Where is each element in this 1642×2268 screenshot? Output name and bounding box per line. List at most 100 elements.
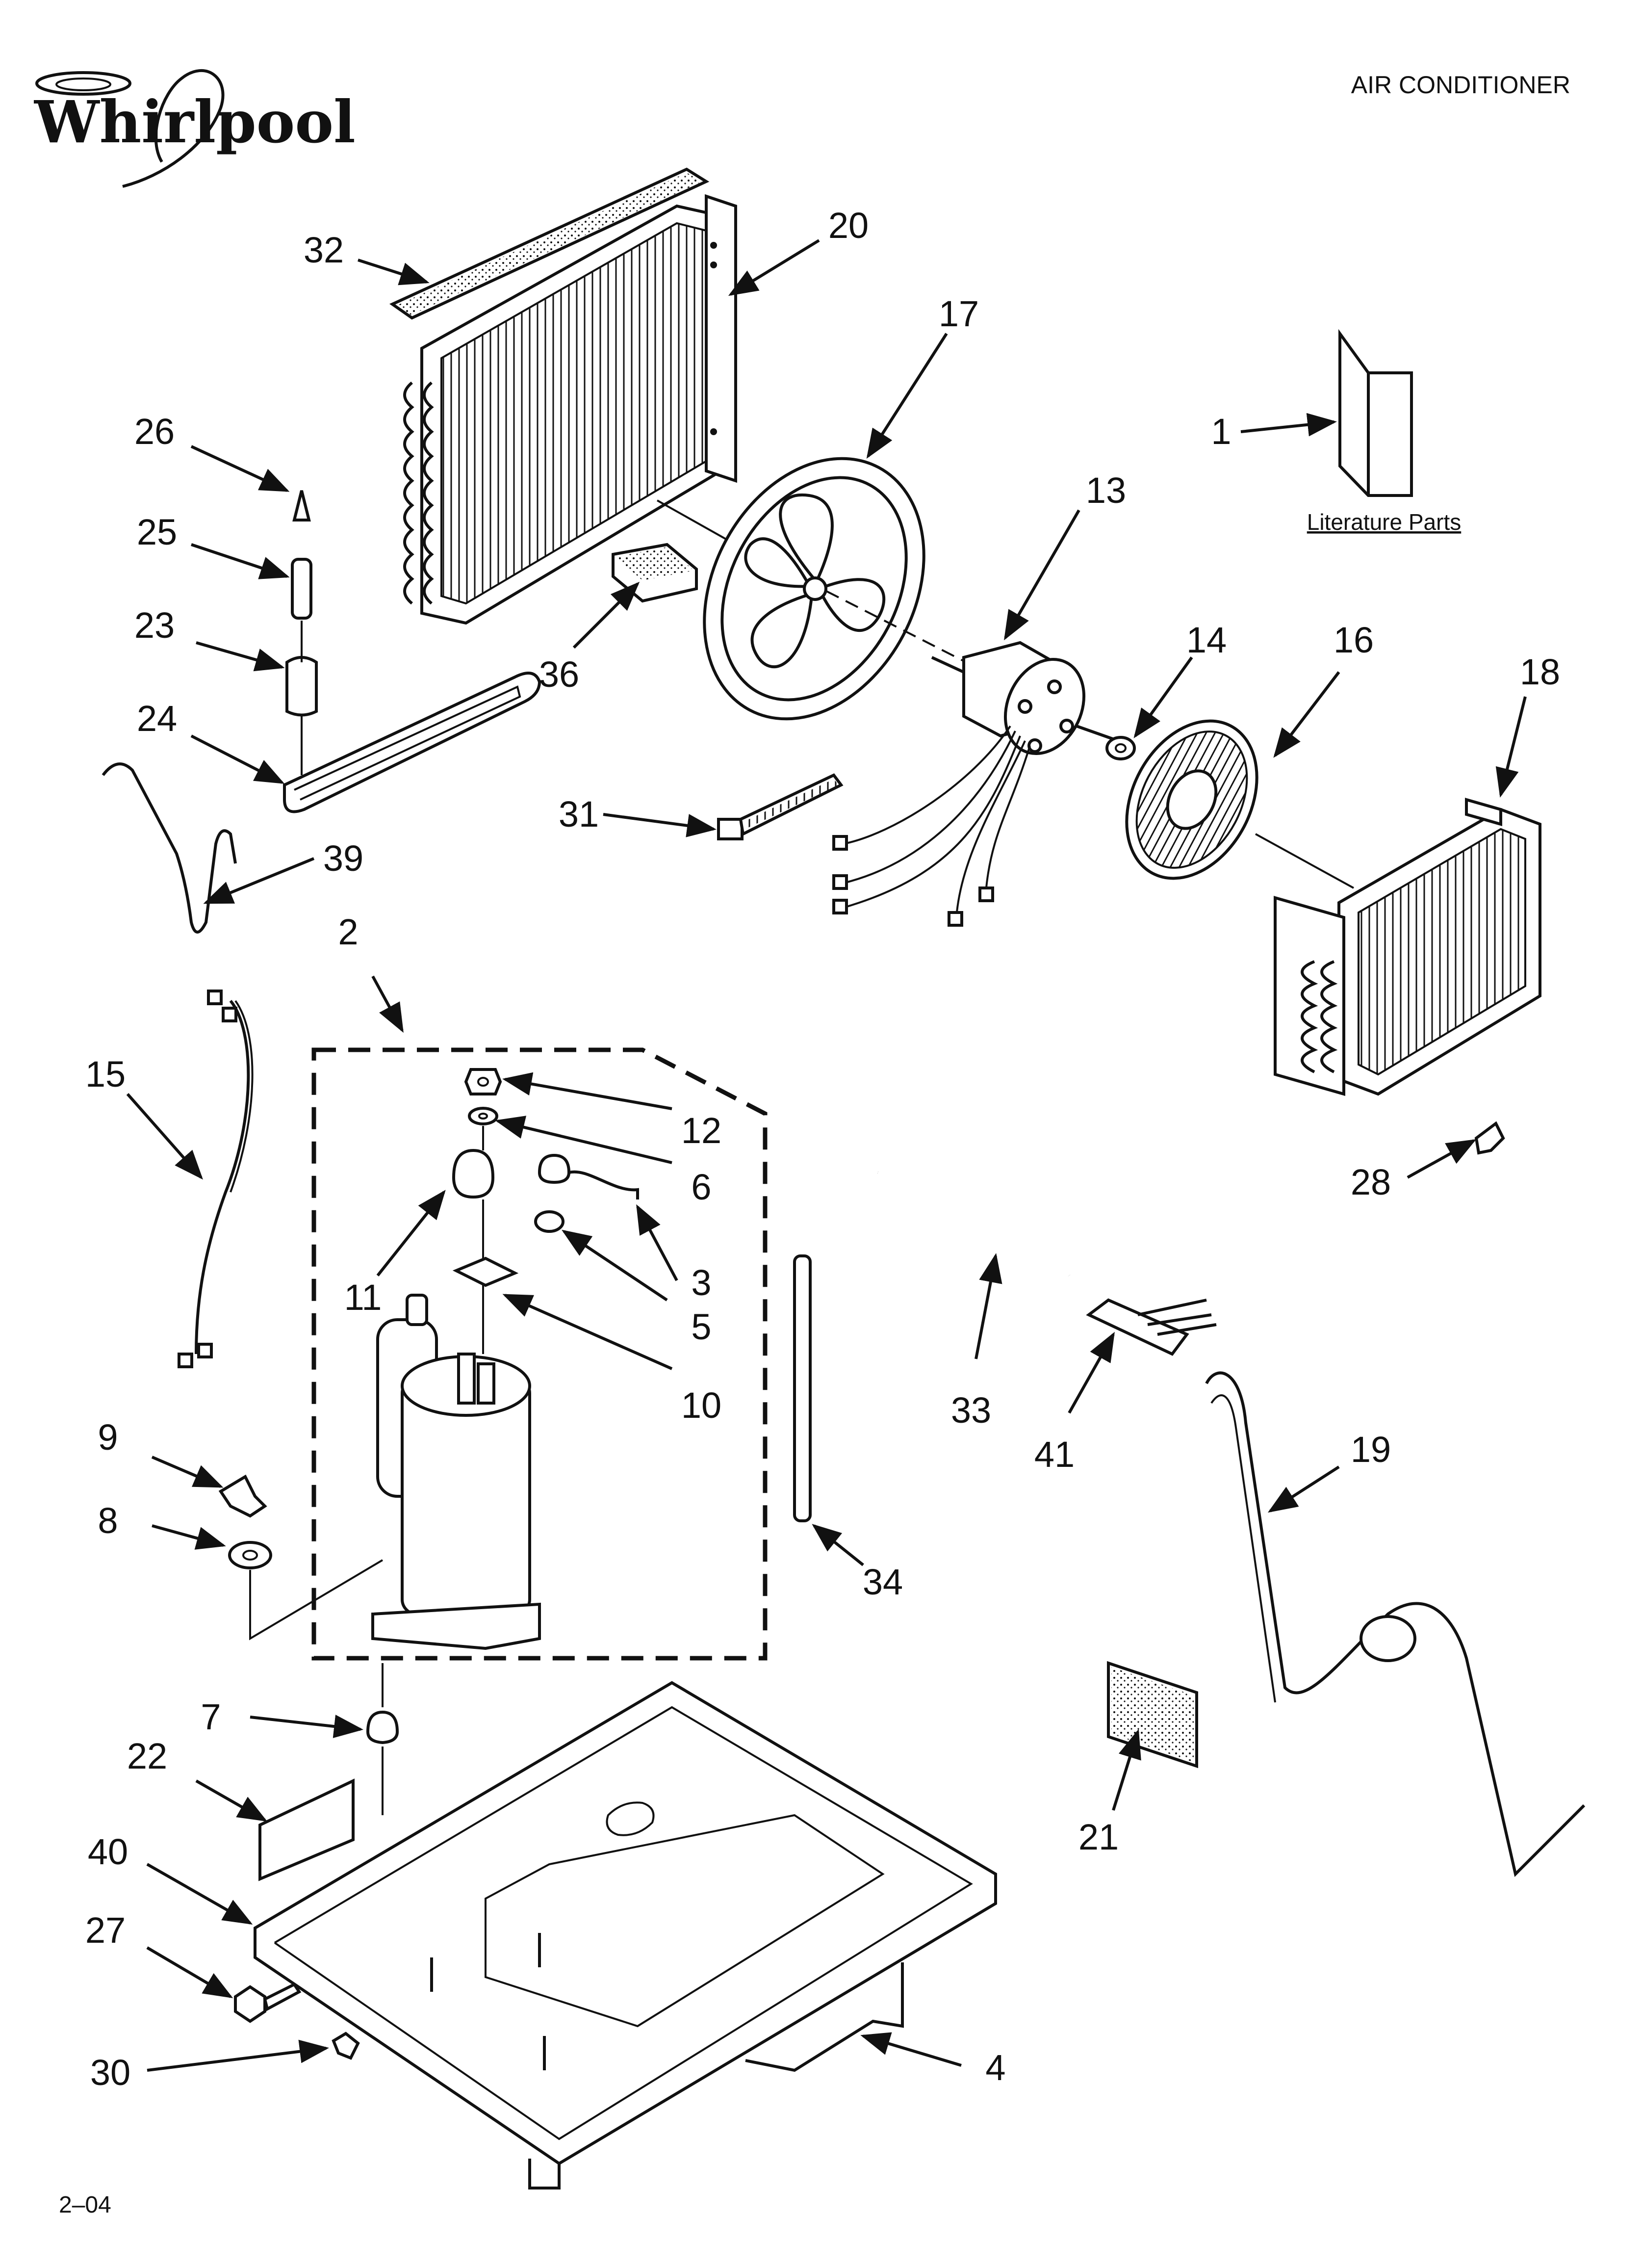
leader-p10 <box>502 1294 673 1370</box>
callout-p2: 2 <box>338 912 358 952</box>
screw-27 <box>234 1982 302 2023</box>
fan-blade <box>779 493 834 582</box>
callout-p33: 33 <box>951 1390 991 1431</box>
valve-core-26 <box>292 490 311 521</box>
evaporator-fins <box>1358 828 1526 1076</box>
strap-coil <box>1360 1615 1416 1662</box>
callout-p22: 22 <box>127 1736 167 1776</box>
fan-shaft-line <box>826 590 972 666</box>
callout-p27: 27 <box>85 1910 126 1951</box>
callout-p28: 28 <box>1351 1162 1391 1202</box>
fan-blade <box>750 593 813 669</box>
blower-axis-line <box>1255 833 1354 889</box>
motor-lead-wire <box>843 735 1021 909</box>
compressor-assembly-boundary <box>311 1047 768 1661</box>
evaporator-end-plate <box>1274 896 1345 1096</box>
leader-p23 <box>196 641 285 672</box>
leader-p17 <box>866 333 948 459</box>
fitting-41 <box>1086 1298 1217 1356</box>
callout-p41: 41 <box>1034 1434 1075 1475</box>
base-pan-drain-hole <box>606 1801 655 1836</box>
leader-p14 <box>1133 656 1193 738</box>
leader-p31 <box>603 813 717 837</box>
leader-p5 <box>562 1229 668 1302</box>
nut-12 <box>464 1068 502 1095</box>
logo-swash <box>122 69 225 188</box>
leader-lines <box>126 239 1527 2072</box>
part-callouts: 1 2 3 4 5 6 7 8 9 10 11 12 13 14 15 16 1… <box>85 205 1560 2093</box>
leader-p18 <box>1495 696 1527 798</box>
logo-swirl-outer <box>35 71 131 96</box>
callout-p26: 26 <box>134 411 175 452</box>
washer-6 <box>468 1107 498 1125</box>
leader-p19 <box>1267 1465 1340 1513</box>
leader-p22 <box>195 1779 268 1822</box>
leader-p20 <box>728 239 820 296</box>
leader-p12 <box>502 1072 672 1110</box>
clip-30 <box>332 2032 360 2060</box>
leader-p34 <box>812 1524 864 1566</box>
callout-p25: 25 <box>137 512 177 552</box>
insulation-pad-22 <box>258 1778 355 1881</box>
callout-p5: 5 <box>691 1306 711 1347</box>
brand-name: Whirlpool <box>33 88 356 156</box>
revision-code: 2–04 <box>59 2192 111 2218</box>
shroud-ring-inner <box>720 476 908 702</box>
callout-p8: 8 <box>98 1500 118 1541</box>
leader-p41 <box>1068 1331 1115 1414</box>
leader-p8 <box>152 1524 226 1550</box>
leader-p27 <box>146 1946 233 1999</box>
callout-p36: 36 <box>539 654 579 695</box>
callout-p7: 7 <box>201 1696 221 1737</box>
bent-rod-39 <box>102 762 237 934</box>
leader-p28 <box>1407 1139 1477 1179</box>
wire-terminal <box>178 1353 193 1368</box>
motor-shaft-front <box>931 656 965 674</box>
callout-p15: 15 <box>85 1054 126 1095</box>
leader-p2 <box>371 975 404 1033</box>
nut-14 <box>1105 736 1136 760</box>
bracket-10 <box>452 1256 519 1287</box>
literature-parts-booklet: Literature Parts <box>1307 329 1461 535</box>
condenser-coil-20 <box>403 194 737 625</box>
leader-p7 <box>250 1715 363 1738</box>
logo-swirl-inner <box>55 78 111 91</box>
leader-p40 <box>146 1863 253 1925</box>
callout-p3: 3 <box>691 1262 711 1303</box>
blower-wheel-hub <box>1166 769 1218 830</box>
cable-tie-31 <box>717 773 844 840</box>
shroud-axis-line <box>657 499 736 546</box>
callout-p14: 14 <box>1186 620 1227 660</box>
leader-p39 <box>203 857 315 904</box>
leader-p36 <box>572 581 640 649</box>
leader-p15 <box>126 1093 203 1180</box>
motor-shaft-rear <box>1076 725 1119 742</box>
leader-p32 <box>358 259 430 286</box>
callout-p34: 34 <box>863 1562 903 1602</box>
leader-p9 <box>151 1456 224 1488</box>
leader-p4 <box>860 2032 962 2067</box>
callout-p20: 20 <box>828 205 869 246</box>
callout-p12: 12 <box>681 1110 721 1151</box>
fan-hub <box>803 576 827 601</box>
literature-parts-label: Literature Parts <box>1307 509 1461 535</box>
compressor-mounting-plate <box>371 1602 541 1650</box>
capillary-assembly <box>283 490 541 813</box>
base-pan-outline <box>254 1681 997 2165</box>
harness-cable <box>195 1000 250 1355</box>
callout-p17: 17 <box>939 293 979 334</box>
callout-p1: 1 <box>1211 411 1231 452</box>
bracket-4 <box>745 1962 904 2072</box>
motor-lead-wire <box>985 745 1031 893</box>
leader-p6 <box>495 1116 672 1164</box>
foam-block-texture <box>616 547 694 580</box>
callout-p39: 39 <box>323 838 363 879</box>
fan-shroud-17 <box>657 457 972 721</box>
callout-p4: 4 <box>985 2047 1005 2088</box>
evaporator-coil-18 <box>1274 798 1541 1096</box>
evaporator-hairpins <box>1301 960 1338 1073</box>
leader-p30 <box>147 2039 329 2072</box>
leader-p24 <box>190 734 285 784</box>
condenser-side-plate <box>705 194 737 483</box>
grommet-5 <box>534 1210 564 1233</box>
